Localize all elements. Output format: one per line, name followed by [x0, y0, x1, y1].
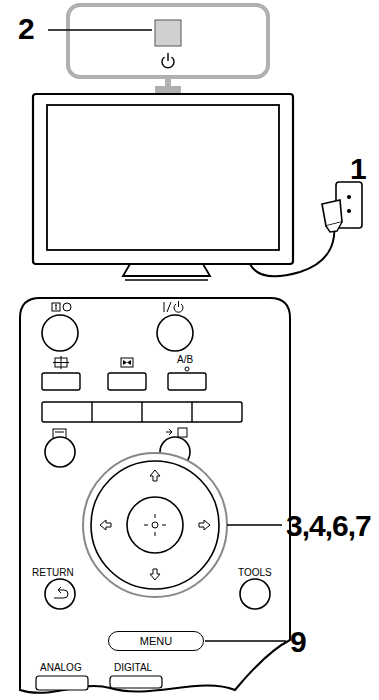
- callout-number: 2: [18, 14, 34, 44]
- button-label: DIGITAL: [114, 663, 152, 673]
- power-cord: [250, 222, 335, 276]
- dpad-surround: [83, 453, 227, 597]
- button-label: TOOLS: [238, 568, 272, 578]
- callout-number: 3,4,6,7: [286, 511, 371, 541]
- button-label: ANALOG: [40, 663, 82, 673]
- leader-line: [205, 640, 286, 641]
- freeze-button: [108, 373, 146, 390]
- dpad: [91, 461, 219, 589]
- highlight-foot: [155, 86, 181, 94]
- wide-button: [42, 373, 80, 390]
- callout-number: 1: [350, 154, 366, 184]
- button-label: MENU: [140, 636, 172, 647]
- leader-line: [48, 29, 152, 30]
- ab-button: [168, 373, 206, 390]
- power-button: [155, 20, 181, 46]
- return-button: [45, 579, 75, 609]
- button-label: RETURN: [32, 568, 74, 578]
- tv-body: [33, 94, 293, 264]
- text-button: [45, 437, 75, 467]
- callout-number: 9: [290, 627, 306, 657]
- menu-button: MENU: [108, 631, 204, 651]
- button-label: A/B: [177, 355, 193, 365]
- leader-line: [227, 524, 282, 525]
- info-button: [42, 315, 78, 351]
- highlight-frame: [68, 5, 268, 77]
- power-plug: [322, 200, 342, 226]
- dpad-center: [127, 497, 183, 553]
- colour-buttons: [42, 402, 242, 422]
- tv-stand: [123, 264, 210, 276]
- tools-button: [240, 579, 270, 609]
- remote-body: [20, 298, 290, 693]
- standby-button: [157, 315, 193, 351]
- tv-screen: [47, 105, 279, 250]
